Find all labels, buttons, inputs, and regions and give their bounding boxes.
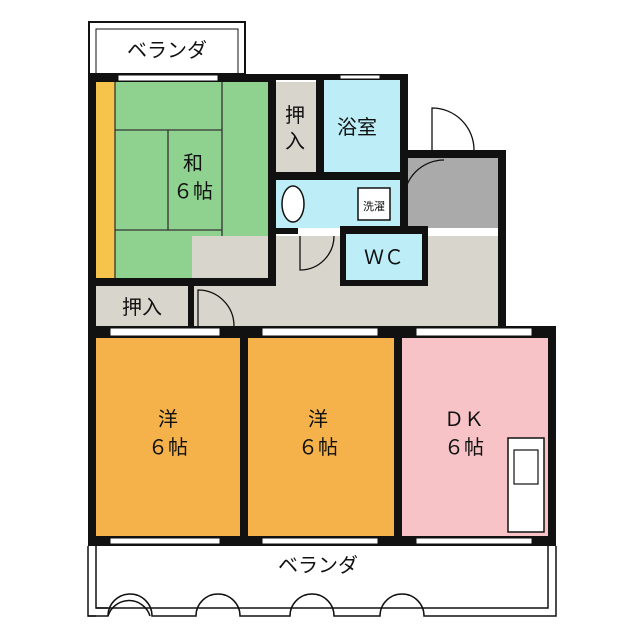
kitchen-sink <box>513 449 539 485</box>
door-swings <box>197 107 475 327</box>
balcony-top <box>88 21 246 75</box>
room-yoshitsu-2 <box>248 338 394 536</box>
room-yoshitsu-1 <box>96 338 240 536</box>
laundry-box <box>357 187 391 221</box>
dk-name: ＤＫ <box>444 407 484 431</box>
yoshitsu-1-size: ６帖 <box>148 435 188 459</box>
tatami-lines <box>114 82 223 278</box>
entrance <box>408 158 498 228</box>
washitsu-size: ６帖 <box>173 179 213 203</box>
room-bath <box>324 80 400 172</box>
yoshitsu-2-name: 洋 <box>308 407 328 431</box>
oshiire-top-line2: 入 <box>285 129 305 153</box>
balcony-bottom <box>87 546 557 617</box>
bath-name: 浴室 <box>337 115 377 139</box>
tokonoma <box>96 82 115 278</box>
washbasin <box>281 185 305 223</box>
dk-size: ６帖 <box>444 435 484 459</box>
room-oshiire-top <box>276 82 316 172</box>
laundry-label: 洗濯 <box>363 200 385 213</box>
room-oshiire-left <box>96 286 188 326</box>
oshiire-top-line1: 押 <box>285 103 305 127</box>
washitsu-name: 和 <box>183 151 203 175</box>
balcony-bottom-label: ベランダ <box>278 553 358 577</box>
yoshitsu-1-name: 洋 <box>158 407 178 431</box>
room-wc <box>346 234 422 280</box>
balcony-top-label: ベランダ <box>127 38 207 62</box>
oshiire-left-name: 押入 <box>122 295 162 319</box>
yoshitsu-2-size: ６帖 <box>298 435 338 459</box>
windows <box>109 74 533 545</box>
wc-name: ＷＣ <box>364 245 404 269</box>
